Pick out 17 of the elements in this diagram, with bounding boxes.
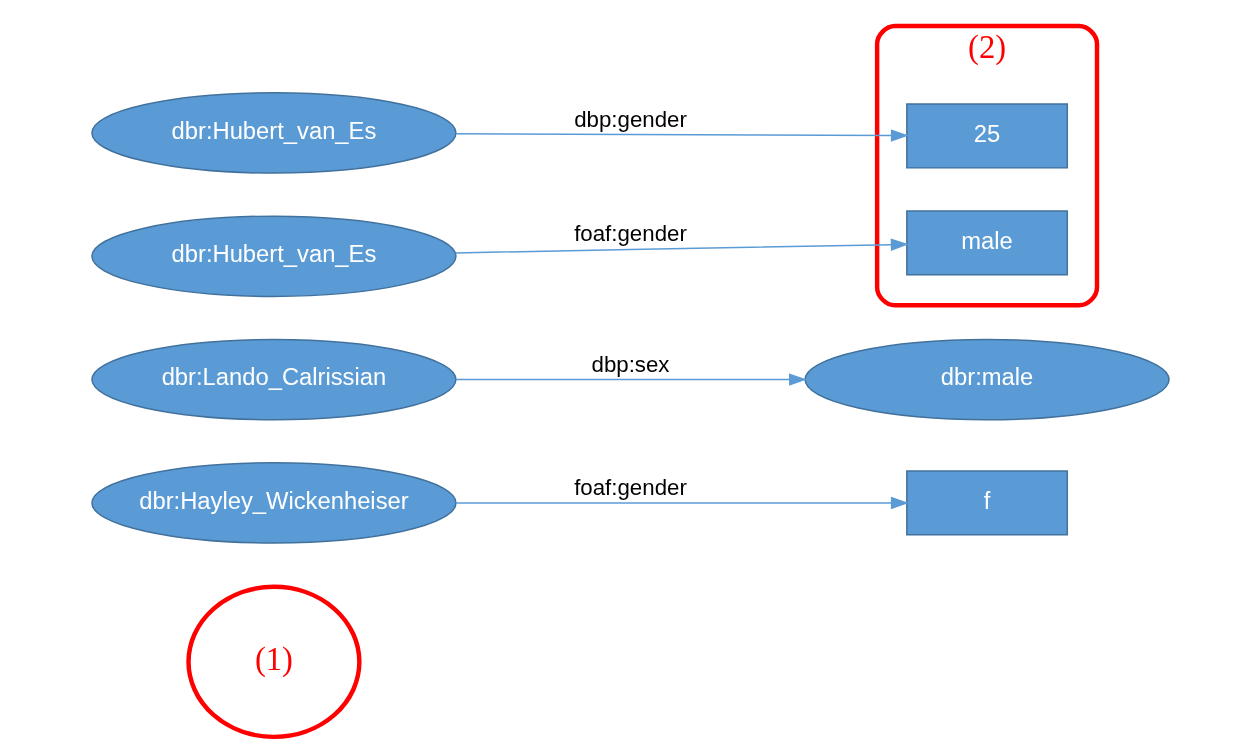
node-box: 25 <box>905 103 1068 169</box>
node-ellipse: dbr:Lando_Calrissian <box>90 338 457 421</box>
edge-label: foaf:gender <box>573 475 687 501</box>
node-ellipse: dbr:male <box>803 338 1170 421</box>
node-ellipse: dbr:Hubert_van_Es <box>90 215 457 298</box>
arrow <box>454 496 909 510</box>
edge-label: dbp:sex <box>591 352 669 378</box>
edge-label: foaf:gender <box>573 221 687 247</box>
arrow <box>454 238 909 254</box>
node-ellipse: dbr:Hayley_Wickenheiser <box>90 462 457 544</box>
node-ellipse: dbr:Hubert_van_Es <box>90 92 457 174</box>
edge-label: dbp:gender <box>573 107 687 133</box>
node-box: male <box>905 210 1068 276</box>
node-box: f <box>905 470 1068 536</box>
arrow <box>454 129 909 142</box>
arrow <box>454 373 807 386</box>
node-ellipse: (1) <box>185 584 362 740</box>
